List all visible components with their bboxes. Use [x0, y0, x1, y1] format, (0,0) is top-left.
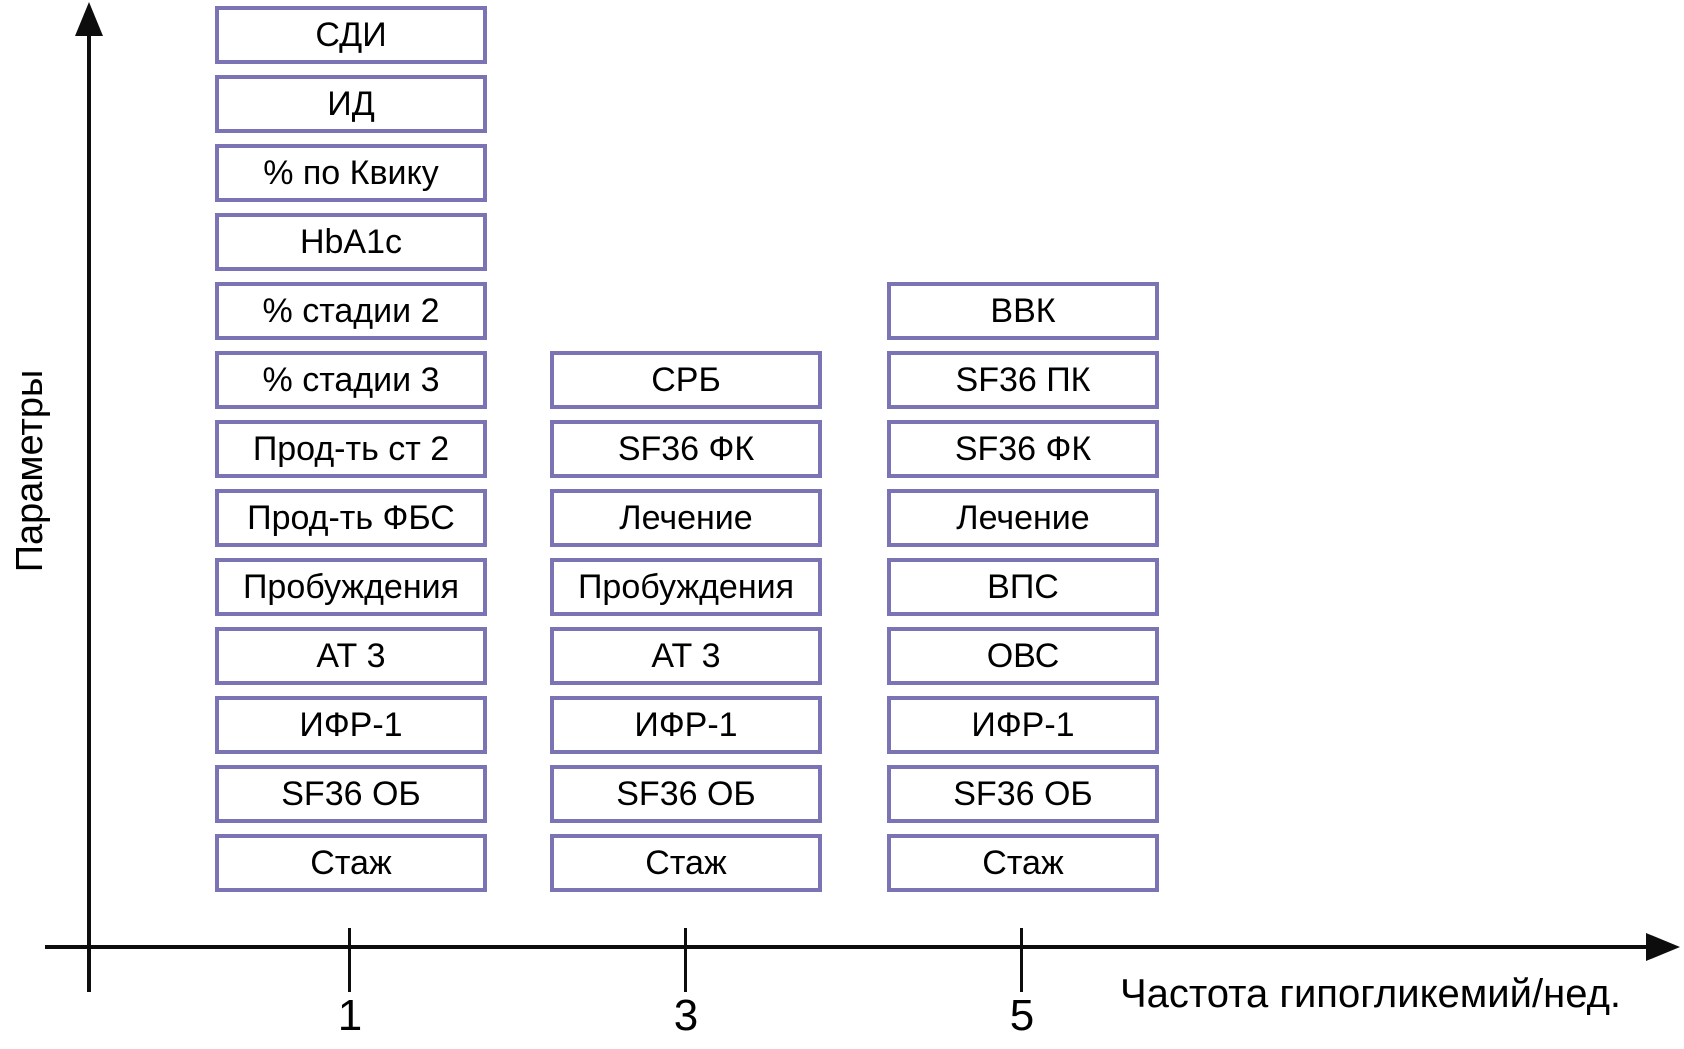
parameter-box: СДИ	[215, 6, 487, 64]
y-axis-label: Параметры	[9, 369, 51, 573]
parameter-box: % по Квику	[215, 144, 487, 202]
parameter-box: Прод-ть ФБС	[215, 489, 487, 547]
parameter-box: % стадии 3	[215, 351, 487, 409]
x-tick-mark-5	[1020, 928, 1023, 992]
parameter-box: Пробуждения	[550, 558, 822, 616]
x-axis	[45, 945, 1653, 949]
y-axis	[87, 22, 91, 992]
parameter-box: SF36 ОБ	[215, 765, 487, 823]
parameter-box: SF36 ОБ	[887, 765, 1159, 823]
parameter-box: ВВК	[887, 282, 1159, 340]
y-axis-arrow-icon	[75, 2, 103, 36]
parameter-box: Лечение	[550, 489, 822, 547]
x-axis-arrow-icon	[1646, 933, 1680, 961]
parameter-box: ИД	[215, 75, 487, 133]
parameter-box: АТ 3	[215, 627, 487, 685]
parameter-box: SF36 ФК	[550, 420, 822, 478]
parameter-box: Прод-ть ст 2	[215, 420, 487, 478]
parameter-box: SF36 ОБ	[550, 765, 822, 823]
parameter-box: SF36 ПК	[887, 351, 1159, 409]
parameter-box: Стаж	[215, 834, 487, 892]
parameter-box: ИФР-1	[550, 696, 822, 754]
parameter-box: Стаж	[550, 834, 822, 892]
parameter-box: HbA1c	[215, 213, 487, 271]
x-axis-label: Частота гипогликемий/нед.	[1120, 972, 1622, 1016]
parameter-box: Лечение	[887, 489, 1159, 547]
parameter-box: АТ 3	[550, 627, 822, 685]
parameter-box: ИФР-1	[887, 696, 1159, 754]
x-tick-label-5: 5	[1009, 991, 1035, 1040]
parameter-box: ОВС	[887, 627, 1159, 685]
parameter-box: ИФР-1	[215, 696, 487, 754]
parameter-box: Стаж	[887, 834, 1159, 892]
x-tick-mark-1	[348, 928, 351, 992]
parameter-box: Пробуждения	[215, 558, 487, 616]
parameter-box: % стадии 2	[215, 282, 487, 340]
parameter-box: ВПС	[887, 558, 1159, 616]
x-tick-label-1: 1	[337, 991, 363, 1040]
x-tick-label-3: 3	[673, 991, 699, 1040]
parameter-box: СРБ	[550, 351, 822, 409]
parameter-box: SF36 ФК	[887, 420, 1159, 478]
x-tick-mark-3	[684, 928, 687, 992]
